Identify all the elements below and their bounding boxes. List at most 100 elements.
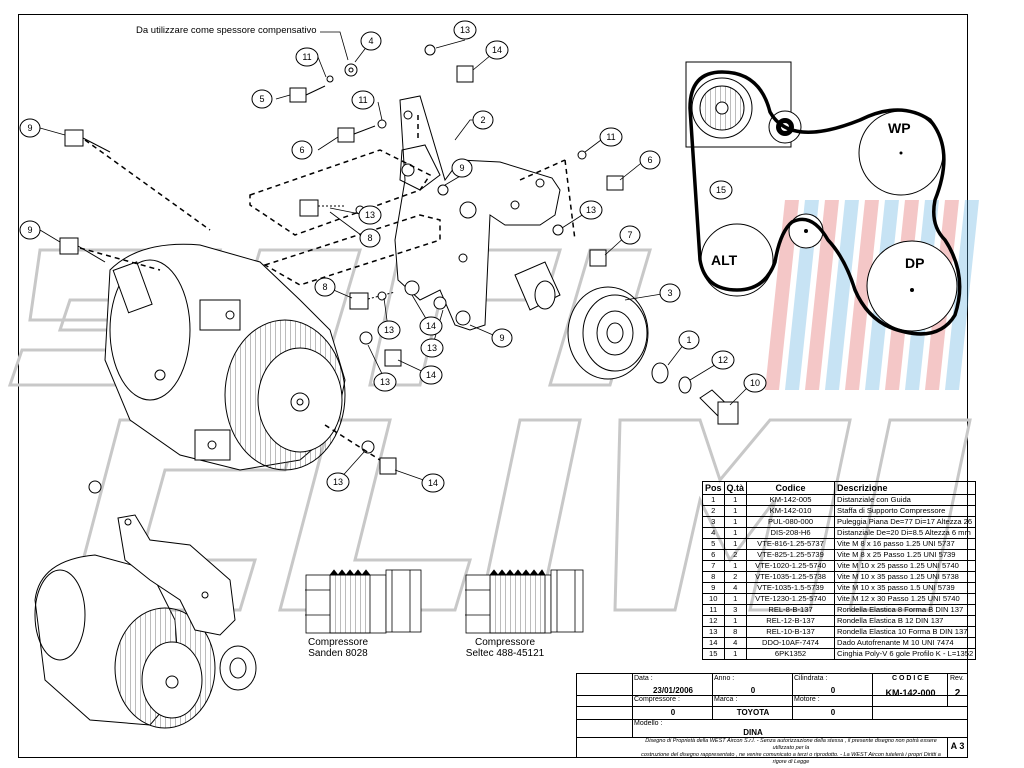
svg-text:13: 13 (460, 25, 470, 35)
svg-text:7: 7 (627, 230, 632, 240)
row-description: Dado Autofrenante M 10 UNI 7474 (834, 637, 977, 649)
svg-text:14: 14 (428, 478, 438, 488)
date-value: 23/01/2006 (652, 686, 694, 695)
row-code: VTE-825-1.25-5739 (746, 549, 836, 561)
engine-value: 0 (830, 708, 836, 717)
row-pos: 10 (702, 593, 725, 605)
callout-14: 14 (419, 365, 443, 385)
row-pos: 1 (702, 494, 725, 506)
svg-text:5: 5 (259, 94, 264, 104)
callout-9: 9 (19, 118, 41, 138)
row-qty: 8 (723, 626, 748, 638)
disclaimer-line2: costruzione del disegno rappresentato , … (641, 752, 941, 765)
row-code: 6PK1352 (746, 648, 836, 660)
callout-13: 13 (373, 372, 397, 392)
callout-7: 7 (619, 225, 641, 245)
row-description: Rondella Elastica 10 Forma B DIN 137 (834, 626, 977, 638)
parts-list-header: Pos Q.tà Codice Descrizione (702, 481, 977, 495)
row-code: REL-10-B-137 (746, 626, 836, 638)
svg-text:11: 11 (606, 132, 615, 142)
compressor-label: Compressore : (634, 696, 680, 703)
callout-12: 12 (711, 350, 735, 370)
row-pos: 2 (702, 505, 725, 517)
header-qty: Q.tà (723, 481, 748, 495)
callout-11: 11 (599, 127, 623, 147)
svg-text:9: 9 (27, 225, 32, 235)
row-code: KM-142-005 (746, 494, 836, 506)
callout-9: 9 (491, 328, 513, 348)
callout-1: 1 (678, 330, 700, 350)
caption-seltec-line2: Seltec 488-45121 (465, 648, 545, 659)
callout-14: 14 (421, 473, 445, 493)
svg-text:11: 11 (358, 95, 367, 105)
make-value: TOYOTA (736, 708, 770, 717)
row-code: KM-142-010 (746, 505, 836, 517)
model-label: Modello : (634, 720, 663, 727)
row-pos: 14 (702, 637, 725, 649)
poly-v-belt (688, 70, 962, 336)
row-qty: 1 (723, 615, 748, 627)
svg-text:9: 9 (459, 163, 464, 173)
row-qty: 1 (723, 648, 748, 660)
row-qty: 4 (723, 637, 748, 649)
row-pos: 8 (702, 571, 725, 583)
compressor-main (104, 243, 346, 471)
compressor-isometric-view (34, 514, 257, 729)
svg-text:13: 13 (586, 205, 596, 215)
code-value: KM-142-000 (885, 688, 936, 698)
row-description: Staffa di Supporto Compressore (834, 505, 977, 517)
row-pos: 5 (702, 538, 725, 550)
row-description: Rondella Elastica 8 Forma B DIN 137 (834, 604, 977, 616)
row-description: Vite M 10 x 35 passo 1.5 UNI 5739 (834, 582, 977, 594)
row-qty: 3 (723, 604, 748, 616)
row-code: PUL-080-000 (746, 516, 836, 528)
row-qty: 1 (723, 560, 748, 572)
revision-label: Rev. (950, 675, 964, 682)
callout-13: 13 (579, 200, 603, 220)
alternator-label: ALT (711, 252, 738, 268)
callout-4: 4 (360, 31, 382, 51)
title-block: Data : 23/01/2006 Anno : 0 Cilindrata : … (576, 673, 968, 765)
callout-2: 2 (472, 110, 494, 130)
svg-text:6: 6 (299, 145, 304, 155)
engine-label: Motore : (794, 696, 820, 703)
row-pos: 4 (702, 527, 725, 539)
belt-routing-diagram: WP ALT DP (685, 61, 962, 336)
caption-seltec-line1: Compressore (474, 637, 536, 648)
svg-text:3: 3 (667, 288, 672, 298)
belt-profile-sanden (305, 569, 422, 634)
svg-text:9: 9 (499, 333, 504, 343)
row-description: Vite M 8 x 25 Passo 1.25 UNI 5739 (834, 549, 977, 561)
row-description: Puleggia Piana De=77 Di=17 Altezza 26 (834, 516, 977, 528)
drive-pulley-label: DP (905, 255, 924, 271)
row-code: VTE-1230-1.25-5740 (746, 593, 836, 605)
row-pos: 11 (702, 604, 725, 616)
row-description: Rondella Elastica B 12 DIN 137 (834, 615, 977, 627)
part-callouts: 4 11 5 11 13 14 2 9 6 11 6 9 13 8 13 7 9… (19, 20, 767, 493)
svg-text:13: 13 (333, 477, 343, 487)
header-code: Codice (746, 481, 836, 495)
row-description: Vite M 12 x 30 Passo 1.25 UNI 5740 (834, 593, 977, 605)
callout-13: 13 (377, 320, 401, 340)
callout-13: 13 (453, 20, 477, 40)
assembly-lines (79, 115, 576, 461)
row-description: Vite M 10 x 35 passo 1.25 UNI 5738 (834, 571, 977, 583)
row-description: Distanziale con Guida (834, 494, 977, 506)
callout-10: 10 (743, 373, 767, 393)
row-qty: 2 (723, 549, 748, 561)
svg-text:6: 6 (647, 155, 652, 165)
caption-sanden-line2: Sanden 8028 (308, 648, 368, 659)
callout-9: 9 (451, 158, 473, 178)
row-code: VTE-1035-1.25-5738 (746, 571, 836, 583)
row-qty: 1 (723, 516, 748, 528)
